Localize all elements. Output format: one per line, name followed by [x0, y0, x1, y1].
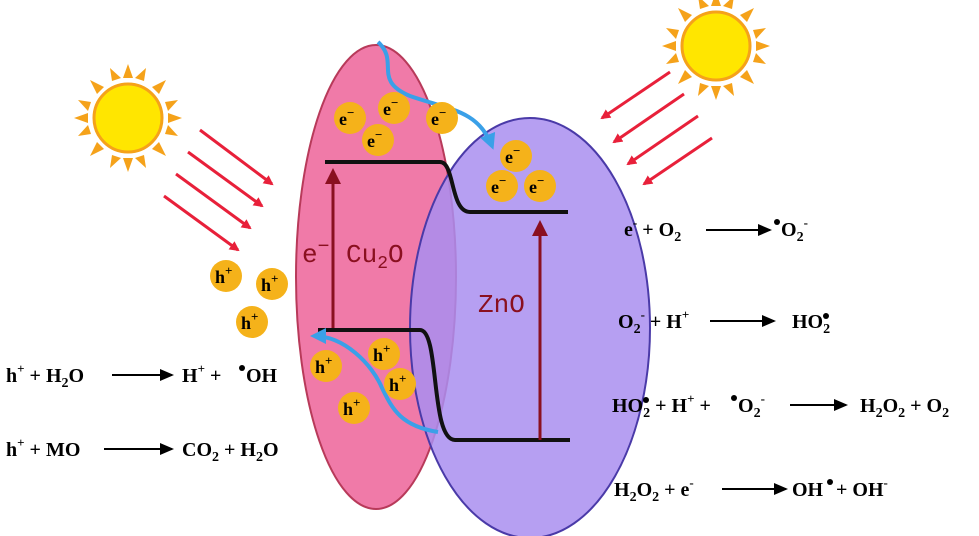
cu2o-electron: e−: [426, 102, 458, 134]
equation-3: HO2 + H+ + O2- H2O2 + O2: [612, 391, 949, 421]
cu2o-hole: h+: [384, 368, 416, 400]
hole-transfer-arrow: [310, 328, 439, 434]
equation-2: O2- + H+ HO2: [618, 307, 830, 337]
free-hole: h+: [236, 306, 268, 338]
svg-text:h+: h+: [261, 271, 278, 295]
sun-icon: [74, 64, 182, 172]
electron-transfer-arrow: [376, 40, 496, 150]
svg-text:O2- + H+: O2- + H+: [618, 307, 689, 337]
cu2o-hole: h+: [338, 392, 370, 424]
equation-5: h+ + H2O H+ + OH: [6, 361, 278, 391]
cu2o-hole: h+: [368, 338, 400, 370]
svg-text:e−: e−: [505, 143, 520, 167]
zno-electron: e−: [500, 140, 532, 172]
svg-text:HO2 + H+ +: HO2 + H+ +: [612, 391, 711, 421]
svg-text:e−: e−: [339, 105, 354, 129]
free-hole: h+: [256, 268, 288, 300]
svg-text:h+: h+: [215, 263, 232, 287]
svg-text:h+: h+: [241, 309, 258, 333]
svg-text:O2-: O2-: [781, 215, 808, 245]
svg-text:OH: OH: [792, 479, 824, 501]
svg-text:h+: h+: [343, 395, 360, 419]
free-hole: h+: [210, 260, 242, 292]
svg-text:e−: e−: [367, 127, 382, 151]
equation-1: e- + O2 O2-: [624, 215, 808, 245]
right-light-rays: [600, 70, 713, 186]
left-light-rays: [163, 128, 274, 252]
svg-text:e−: e−: [529, 173, 544, 197]
svg-text:h+: h+: [373, 341, 390, 365]
zno-electron: e−: [524, 170, 556, 202]
equation-6: h+ + MO CO2 + H2O: [6, 435, 279, 465]
svg-text:HO2: HO2: [792, 311, 830, 337]
svg-text:+ OH-: + OH-: [836, 475, 888, 501]
svg-text:CO2 + H2O: CO2 + H2O: [182, 439, 279, 465]
svg-text:O2-: O2-: [738, 391, 765, 421]
valence-band-line: [318, 328, 570, 442]
cu2o-electron: e−: [378, 92, 410, 124]
svg-text:H2O2 + e-: H2O2 + e-: [614, 475, 694, 505]
excitation-electron-label: e−: [302, 236, 330, 270]
svg-text:OH: OH: [246, 365, 278, 387]
svg-text:h+: h+: [315, 353, 332, 377]
conduction-band-line: [325, 160, 568, 214]
svg-text:h+ + MO: h+ + MO: [6, 435, 80, 461]
sun-icon: [662, 0, 770, 100]
cu2o-hole: h+: [310, 350, 342, 382]
svg-text:H2O2 + O2: H2O2 + O2: [860, 395, 949, 421]
zno-electron: e−: [486, 170, 518, 202]
svg-text:e−: e−: [491, 173, 506, 197]
svg-text:h+ + H2O: h+ + H2O: [6, 361, 84, 391]
svg-text:h+: h+: [389, 371, 406, 395]
equation-4: H2O2 + e- OH + OH-: [614, 475, 888, 505]
cu2o-electron: e−: [362, 124, 394, 156]
zno-label: ZnO: [478, 290, 525, 320]
cu2o-electron: e−: [334, 102, 366, 134]
svg-text:e−: e−: [383, 95, 398, 119]
svg-text:e−: e−: [431, 105, 446, 129]
svg-text:H+ +: H+ +: [182, 361, 221, 387]
cu2o-label: Cu2O: [346, 240, 404, 274]
svg-text:e- + O2: e- + O2: [624, 215, 681, 245]
